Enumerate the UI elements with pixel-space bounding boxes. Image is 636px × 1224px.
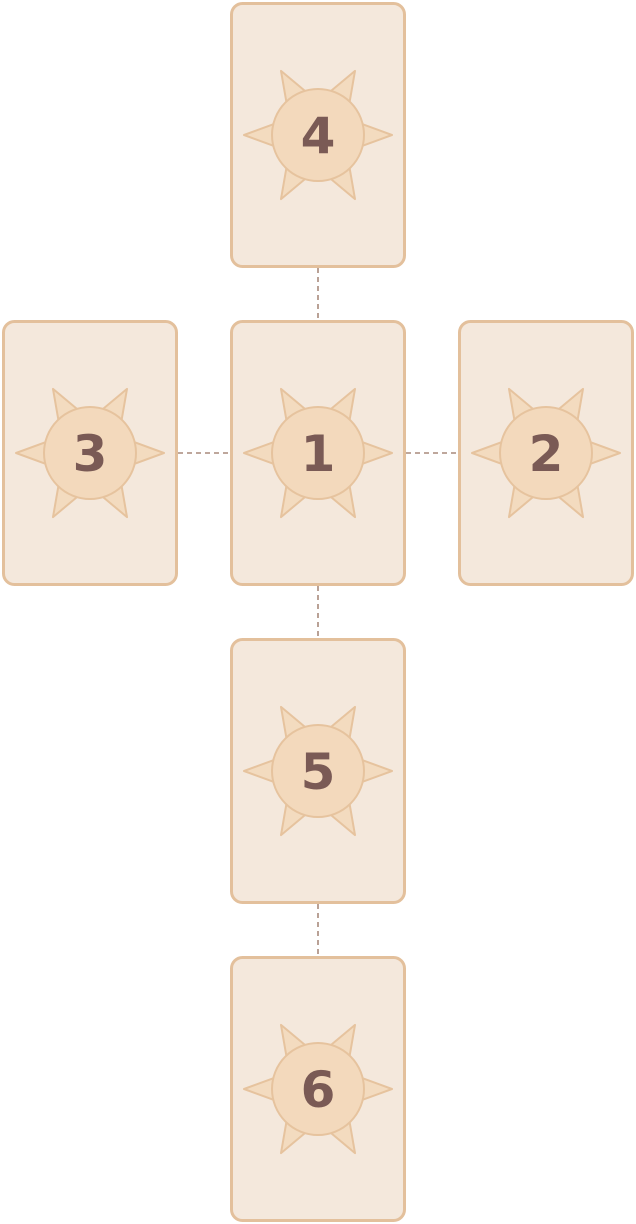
card-position-4[interactable]: 4: [230, 2, 406, 268]
card-number: 4: [301, 107, 336, 165]
sun-star-icon: [243, 1023, 393, 1155]
card-number: 2: [529, 425, 564, 483]
sun-star-icon: [243, 705, 393, 837]
sun-core: [499, 406, 593, 500]
card-number: 5: [301, 743, 336, 801]
card-number: 6: [301, 1061, 336, 1119]
card-number: 1: [301, 425, 336, 483]
sun-star-icon: [243, 69, 393, 201]
sun-core: [271, 88, 365, 182]
card-number: 3: [73, 425, 108, 483]
sun-core: [271, 724, 365, 818]
sun-core: [271, 406, 365, 500]
sun-star-icon: [471, 387, 621, 519]
sun-core: [43, 406, 137, 500]
card-position-3[interactable]: 3: [2, 320, 178, 586]
sun-star-icon: [15, 387, 165, 519]
sun-star-icon: [243, 387, 393, 519]
sun-core: [271, 1042, 365, 1136]
card-position-2[interactable]: 2: [458, 320, 634, 586]
card-position-6[interactable]: 6: [230, 956, 406, 1222]
card-position-5[interactable]: 5: [230, 638, 406, 904]
card-position-1[interactable]: 1: [230, 320, 406, 586]
